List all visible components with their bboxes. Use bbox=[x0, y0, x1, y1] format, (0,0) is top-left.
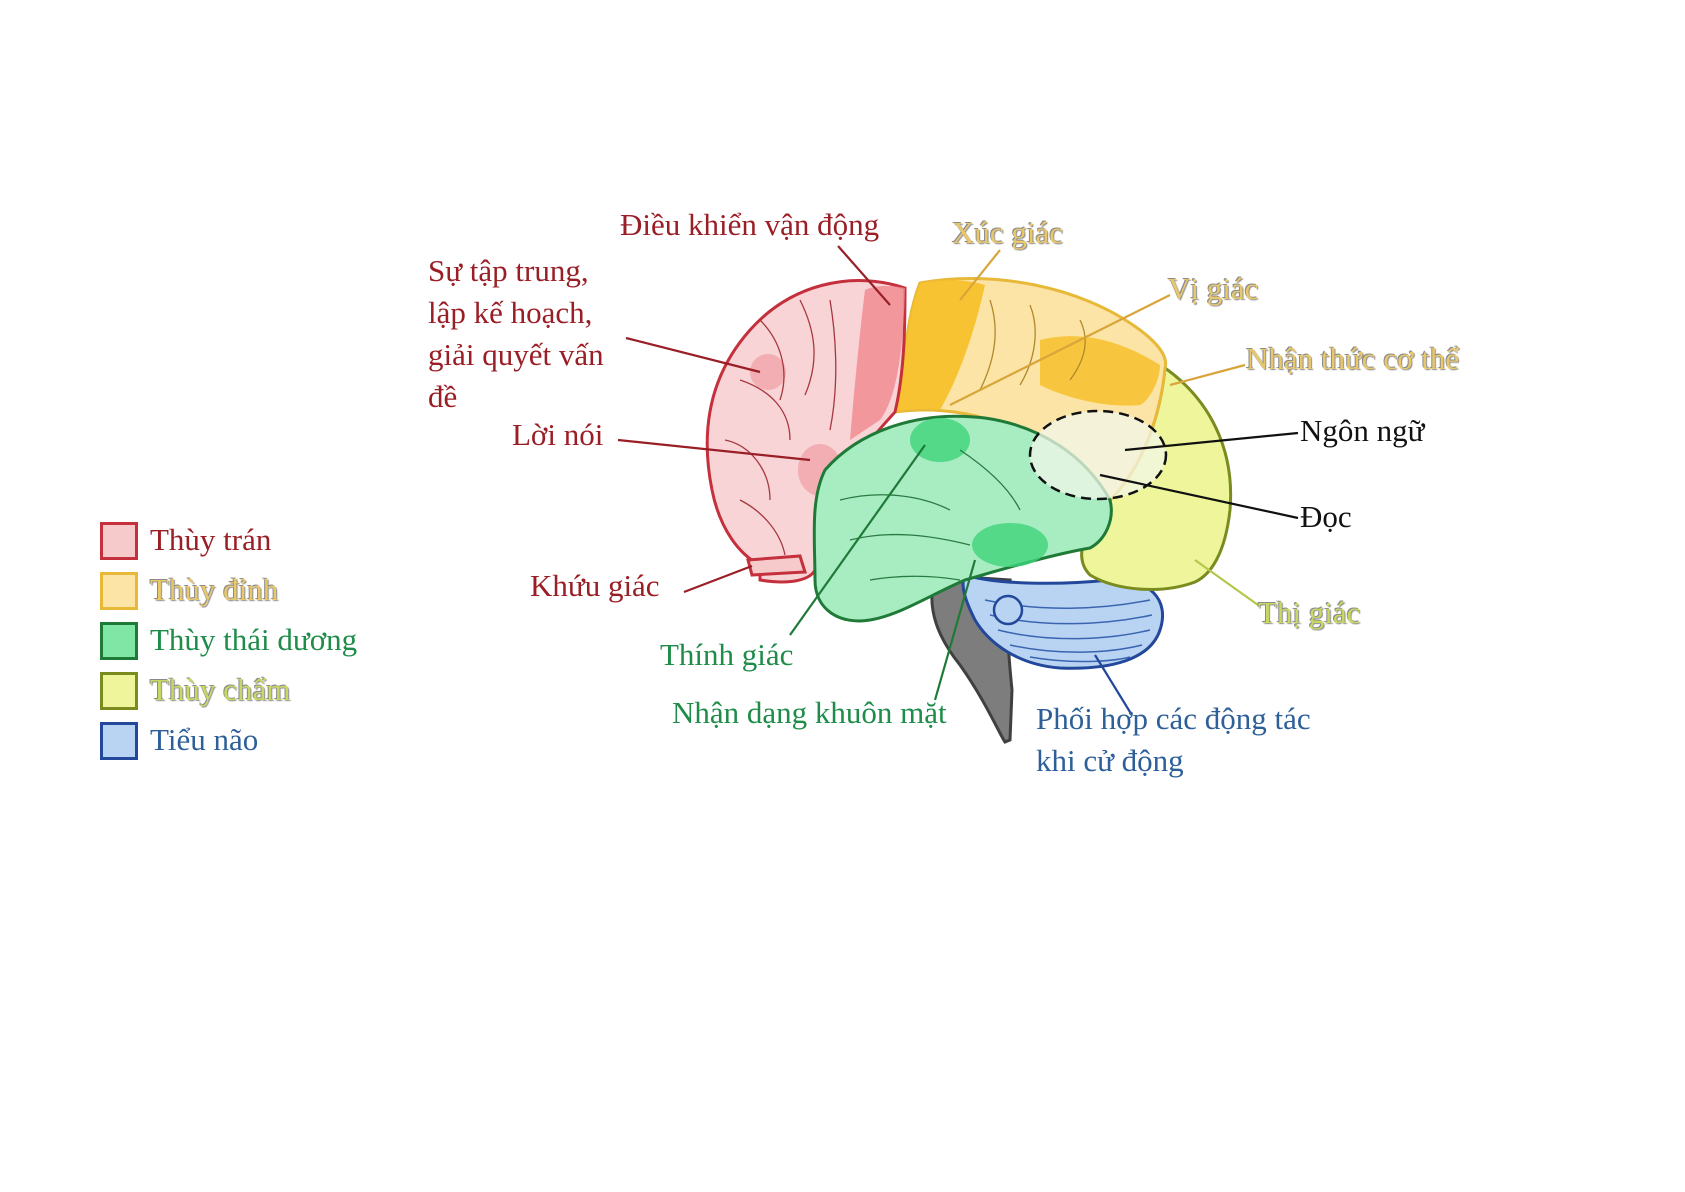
label-reading: Đọc bbox=[1300, 496, 1352, 538]
legend-swatch-cerebellum bbox=[100, 722, 138, 760]
olfactory-bulb bbox=[748, 556, 805, 575]
legend-swatch-temporal bbox=[100, 622, 138, 660]
label-language: Ngôn ngữ bbox=[1300, 410, 1424, 452]
face-recognition-region bbox=[972, 523, 1048, 567]
coordination-marker bbox=[994, 596, 1022, 624]
legend-label-parietal: Thùy đỉnh bbox=[150, 568, 278, 612]
line-smell bbox=[684, 566, 752, 592]
legend-item-parietal: Thùy đỉnh bbox=[100, 572, 420, 614]
label-motor: Điều khiển vận động bbox=[620, 204, 879, 246]
label-body-awareness: Nhận thức cơ thể bbox=[1246, 338, 1459, 380]
label-speech: Lời nói bbox=[512, 414, 603, 456]
label-hearing: Thính giác bbox=[660, 634, 793, 676]
legend-label-occipital: Thùy chẩm bbox=[150, 668, 290, 712]
label-coordination-line-1: Phối hợp các động tác bbox=[1036, 698, 1311, 740]
label-focus-line-1: Sự tập trung, bbox=[428, 250, 589, 292]
legend-item-occipital: Thùy chẩm bbox=[100, 672, 420, 714]
label-taste: Vị giác bbox=[1168, 268, 1258, 310]
hearing-region bbox=[910, 418, 970, 462]
label-touch: Xúc giác bbox=[952, 212, 1063, 254]
legend-item-cerebellum: Tiểu não bbox=[100, 722, 420, 764]
label-coordination-line-2: khi cử động bbox=[1036, 740, 1184, 782]
focus-region bbox=[750, 354, 786, 390]
legend-item-frontal: Thùy trán bbox=[100, 522, 420, 564]
label-vision: Thị giác bbox=[1258, 592, 1360, 634]
legend-item-temporal: Thùy thái dương bbox=[100, 622, 420, 664]
label-focus-line-2: lập kế hoạch, bbox=[428, 292, 592, 334]
label-smell: Khứu giác bbox=[530, 565, 660, 607]
label-face-recognition: Nhận dạng khuôn mặt bbox=[672, 692, 947, 734]
line-vision bbox=[1195, 560, 1258, 605]
label-focus-line-4: đề bbox=[428, 376, 457, 418]
label-focus-line-3: giải quyết vấn bbox=[428, 334, 604, 376]
legend-swatch-occipital bbox=[100, 672, 138, 710]
legend-swatch-frontal bbox=[100, 522, 138, 560]
line-body-awareness bbox=[1170, 365, 1245, 385]
legend-swatch-parietal bbox=[100, 572, 138, 610]
legend-label-temporal: Thùy thái dương bbox=[150, 618, 357, 662]
legend-label-frontal: Thùy trán bbox=[150, 518, 271, 562]
legend-label-cerebellum: Tiểu não bbox=[150, 718, 258, 762]
